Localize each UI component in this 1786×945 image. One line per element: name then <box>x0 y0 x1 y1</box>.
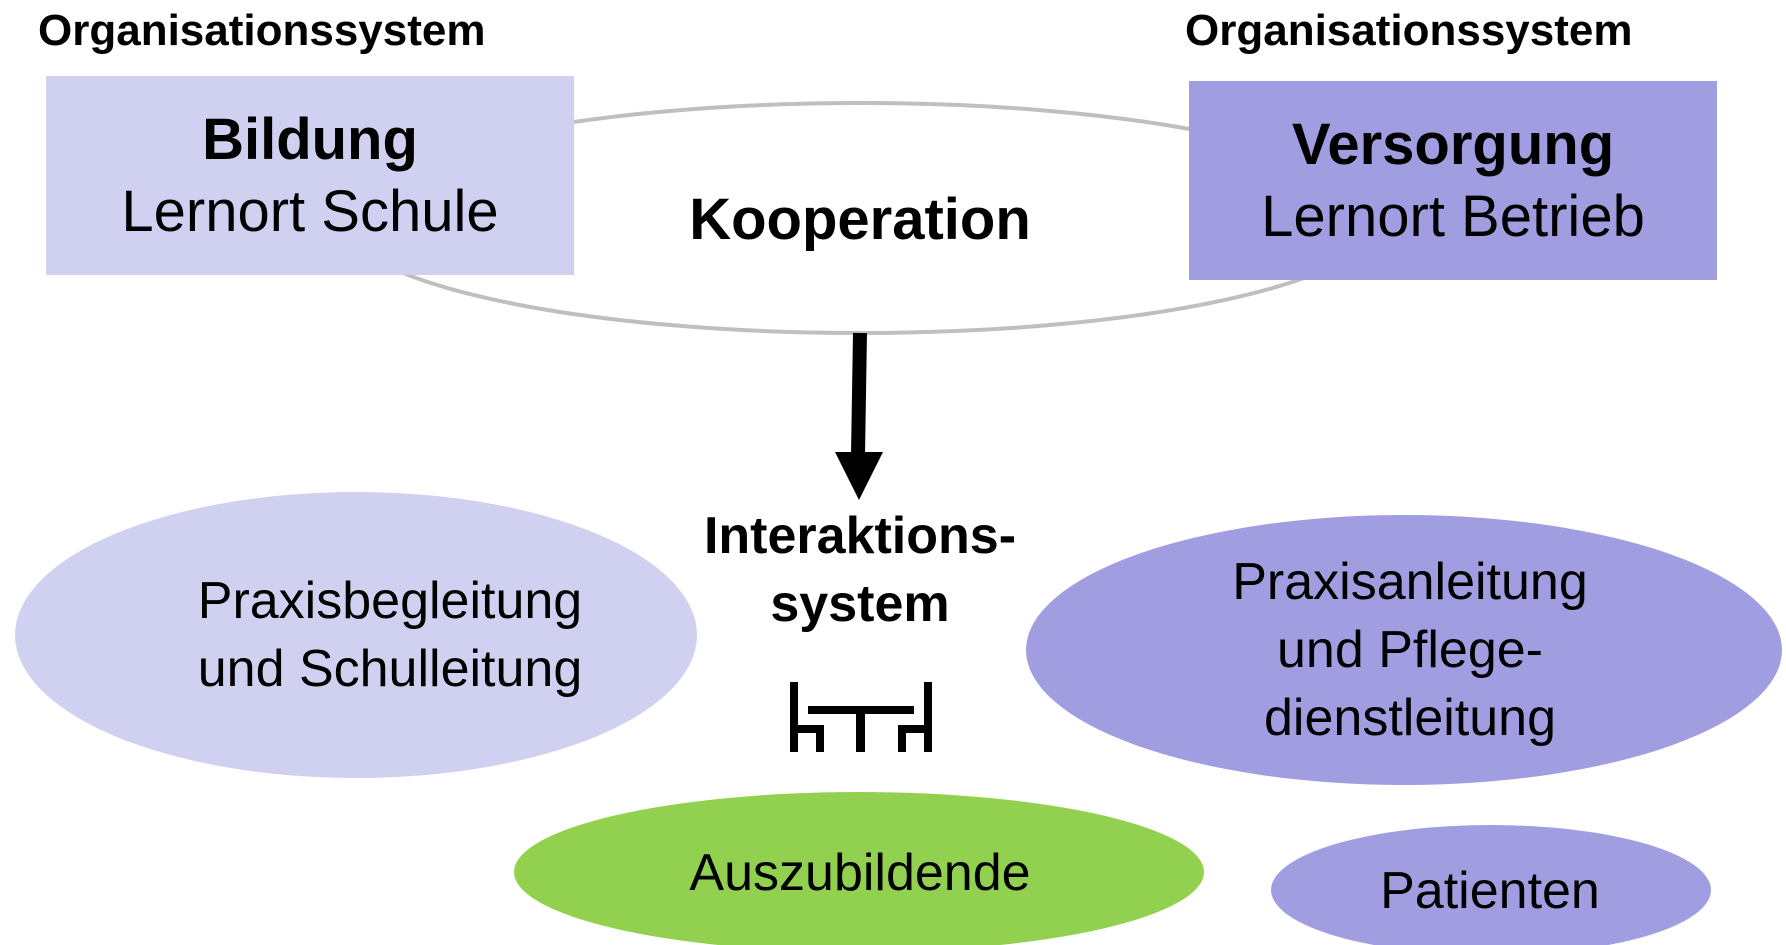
school-ellipse <box>15 492 697 778</box>
left-org-box: Bildung Lernort Schule <box>46 76 574 275</box>
interaction-system-label: Interaktions- system <box>640 502 1080 638</box>
right-org-title: Versorgung <box>1291 111 1615 177</box>
interaction-line1: Interaktions- <box>703 507 1017 565</box>
care-ellipse-label: Praxisanleitung und Pflege- dienstleitun… <box>1060 545 1760 755</box>
school-line1: Praxisbegleitung <box>197 572 583 630</box>
care-ellipse <box>1026 515 1782 785</box>
care-line2: und Pflege- <box>1277 621 1543 679</box>
school-ellipse-label: Praxisbegleitung und Schulleitung <box>40 565 740 705</box>
down-arrow <box>835 332 883 500</box>
trainees-label: Auszubildende <box>689 844 1031 902</box>
care-line1: Praxisanleitung <box>1232 553 1588 611</box>
right-org-box: Versorgung Lernort Betrieb <box>1189 81 1717 280</box>
right-org-subtitle: Lernort Betrieb <box>1261 183 1645 249</box>
left-org-subtitle: Lernort Schule <box>121 178 499 244</box>
interaction-line2: system <box>770 575 950 633</box>
trainees-ellipse <box>514 792 1204 945</box>
table-with-chairs-icon <box>790 682 932 752</box>
patients-ellipse <box>1271 825 1711 945</box>
cooperation-label: Kooperation <box>689 187 1031 252</box>
care-line3: dienstleitung <box>1264 689 1556 747</box>
school-line2: und Schulleitung <box>197 640 583 698</box>
right-org-header: Organisationssystem <box>1185 6 1633 55</box>
left-org-title: Bildung <box>202 106 418 172</box>
patients-label: Patienten <box>1380 862 1600 920</box>
left-org-header: Organisationssystem <box>38 6 486 55</box>
